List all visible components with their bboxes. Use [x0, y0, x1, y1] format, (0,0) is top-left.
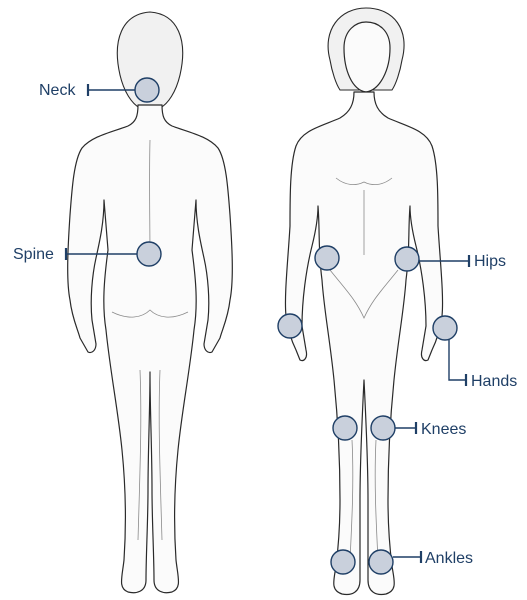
hip-right-joint-marker[interactable]	[395, 247, 419, 271]
front-body-outline	[285, 92, 442, 594]
hip-left-joint-marker[interactable]	[315, 246, 339, 270]
spine-label: Spine	[13, 246, 54, 263]
knee-left-joint-marker[interactable]	[333, 416, 357, 440]
knee-right-joint-marker[interactable]	[371, 416, 395, 440]
hand-right-joint-marker[interactable]	[433, 316, 457, 340]
spine-joint-marker[interactable]	[137, 242, 161, 266]
neck-joint-marker[interactable]	[135, 78, 159, 102]
ankles-label: Ankles	[425, 550, 473, 567]
hips-label: Hips	[474, 253, 506, 270]
hand-left-joint-marker[interactable]	[278, 314, 302, 338]
hands-label: Hands	[471, 373, 517, 390]
neck-label: Neck	[39, 82, 76, 99]
hands-leader-line	[449, 340, 466, 380]
front-view-figure	[285, 8, 442, 594]
knees-label: Knees	[421, 421, 466, 438]
ankle-left-joint-marker[interactable]	[331, 550, 355, 574]
ankle-right-joint-marker[interactable]	[369, 550, 393, 574]
